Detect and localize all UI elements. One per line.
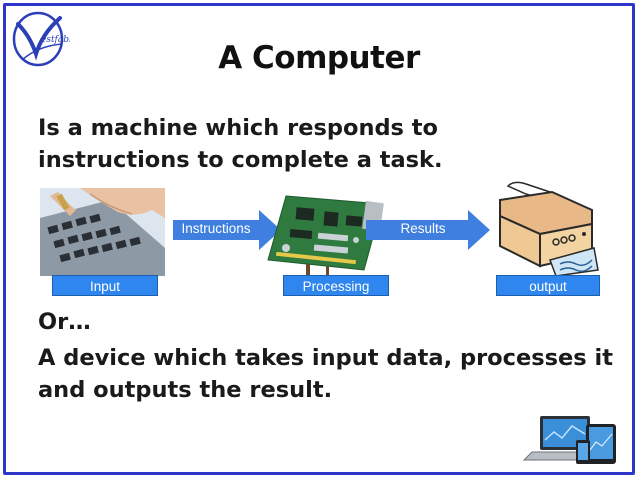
instructions-label: Instructions [181, 221, 251, 236]
keyboard-hands-image [40, 188, 165, 276]
slide-title: A Computer [218, 40, 420, 76]
results-label: Results [400, 221, 446, 236]
processing-label-box: Processing [283, 275, 389, 296]
instructions-arrow [173, 210, 281, 250]
definition-text-1: Is a machine which responds to instructi… [38, 115, 443, 173]
circuit-board-image [267, 195, 384, 276]
input-label-box: Input [52, 275, 158, 296]
definition-text-2: A device which takes input data, process… [38, 345, 613, 403]
logo-icon: estfabh [12, 11, 70, 67]
devices-image [522, 416, 616, 464]
or-text: Or… [38, 309, 91, 335]
svg-text:estfabh: estfabh [41, 35, 70, 45]
results-arrow [366, 210, 490, 250]
output-label-box: output [496, 275, 600, 296]
printer-image [499, 181, 599, 276]
